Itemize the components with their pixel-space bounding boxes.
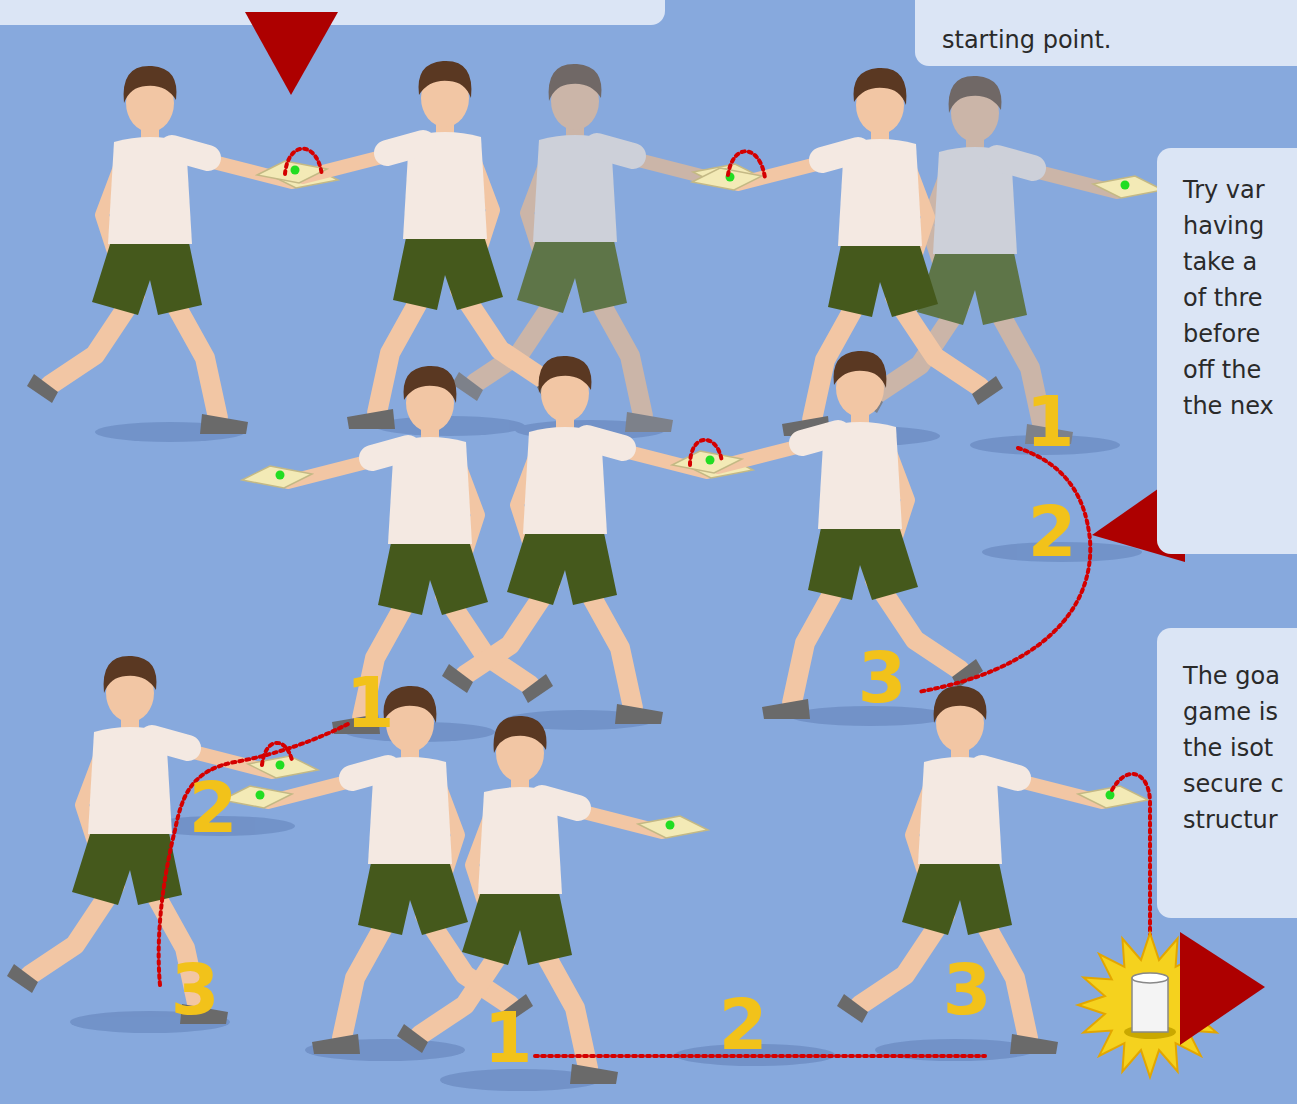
step-number: 2 (719, 990, 768, 1060)
canister-body (1132, 978, 1168, 1032)
callout-pointer (245, 12, 338, 95)
callout-box: starting point. (915, 0, 1297, 66)
isotope-canister (1124, 973, 1176, 1039)
runner (7, 656, 318, 1024)
step-number: 1 (1026, 387, 1075, 457)
runner (672, 351, 983, 719)
drop-path (1112, 774, 1150, 975)
callout-text: Try var having take a of thre before off… (1183, 172, 1279, 424)
step-number: 1 (346, 668, 395, 738)
dotted-paths (159, 149, 1150, 1056)
step-number: 2 (1028, 497, 1077, 567)
runner (27, 66, 338, 434)
step-number: 3 (943, 955, 992, 1025)
callout-box: The goa game is the isot secure c struct… (1157, 628, 1297, 918)
callout-text: starting point. (942, 22, 1272, 58)
runner (242, 366, 553, 734)
step-number: 2 (189, 773, 238, 843)
canister-top (1132, 973, 1168, 983)
paper-hop (690, 440, 722, 465)
run-path (159, 724, 348, 985)
runner (397, 716, 708, 1084)
runner (442, 356, 753, 724)
step-number: 3 (171, 955, 220, 1025)
paper-hop (285, 149, 322, 176)
callout-text: The goa game is the isot secure c struct… (1183, 658, 1287, 838)
callout-pointer (1180, 932, 1265, 1045)
ghost-runner (452, 64, 763, 432)
run-path (918, 448, 1090, 692)
callout-box: Try var having take a of thre before off… (1157, 148, 1297, 554)
step-number: 3 (858, 643, 907, 713)
paper-hop (728, 151, 765, 178)
step-number: 1 (484, 1003, 533, 1073)
